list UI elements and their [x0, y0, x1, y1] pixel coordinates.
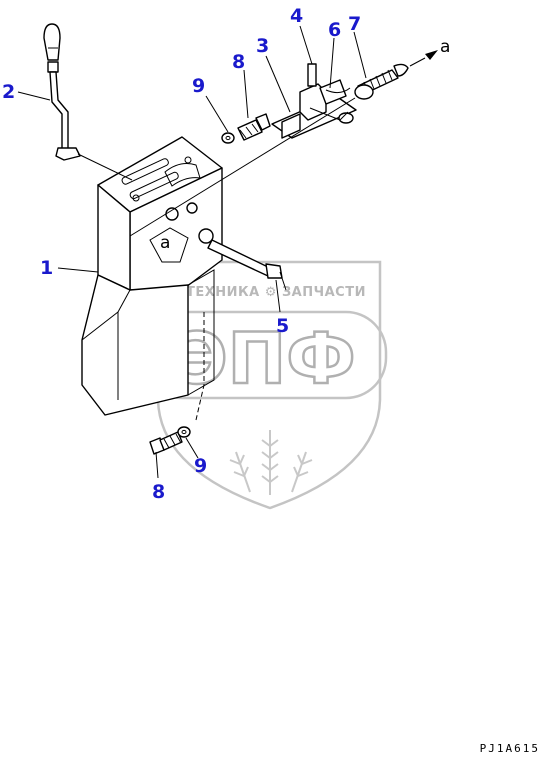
callout-1: 1 [40, 257, 53, 279]
watermark-shield [156, 260, 382, 510]
callout-9-lower: 9 [194, 455, 207, 477]
lever-housing [81, 136, 223, 421]
upper-bolt [221, 113, 271, 144]
pivot-bolt [207, 239, 287, 291]
clevis-assembly [271, 63, 357, 139]
lower-bolt [149, 426, 191, 455]
callout-8-lower: 8 [152, 481, 165, 503]
callout-9-upper: 9 [192, 75, 205, 97]
control-cable [129, 50, 438, 237]
arrow-icon [425, 50, 438, 60]
callout-8-upper: 8 [232, 51, 245, 73]
reference-a-top: a [440, 37, 450, 57]
watermark-wheat-icon [229, 430, 313, 495]
watermark-small-text: ТЕХНИКА ⚙ ЗАПЧАСТИ [186, 285, 366, 300]
watermark-big-text: ЭПФ [176, 318, 355, 400]
callout-4: 4 [290, 5, 303, 27]
leader-lines [17, 25, 367, 479]
callout-5: 5 [276, 315, 289, 337]
reference-a-middle: a [160, 233, 170, 253]
callout-2: 2 [2, 81, 15, 103]
callouts: 1 2 3 4 5 6 7 8 8 9 9 [2, 5, 361, 503]
callout-7: 7 [348, 13, 361, 35]
watermark: ТЕХНИКА ⚙ ЗАПЧАСТИ ЭПФ [140, 260, 388, 510]
callout-6: 6 [328, 19, 341, 41]
shift-lever [43, 23, 133, 181]
callout-3: 3 [256, 35, 269, 57]
drawing-code: PJ1A615 [480, 742, 540, 755]
